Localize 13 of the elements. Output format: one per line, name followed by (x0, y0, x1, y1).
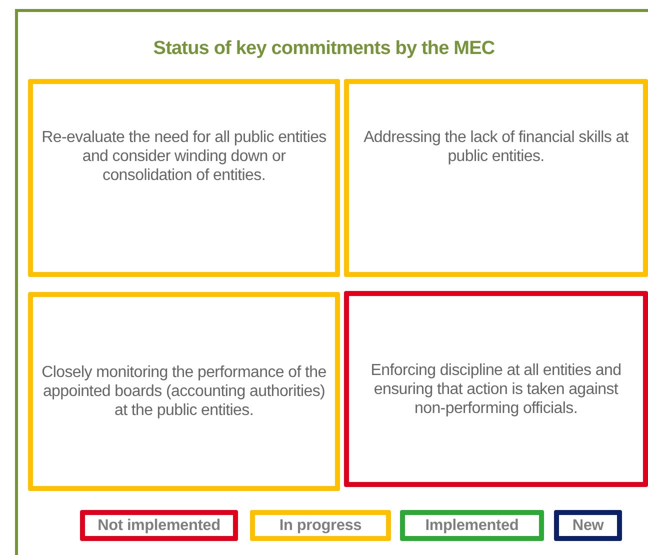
status-box (344, 291, 648, 487)
title: Status of key commitments by the MEC (152, 38, 496, 60)
status-box (28, 79, 340, 277)
commitment-text: Addressing the lack of financial skills at public entities. (362, 128, 630, 166)
legend-label: New (572, 516, 604, 534)
legend-label: Not implemented (98, 516, 220, 534)
legend-label: Implemented (425, 516, 519, 534)
status-box (28, 292, 340, 491)
commitment-text: Enforcing discipline at all entities and ensuring that action is taken against non-performing officials. (370, 360, 622, 418)
status-box (344, 79, 648, 277)
commitment-text: Re-evaluate the need for all public entities and consider winding down or consolidation of entities. (41, 128, 327, 185)
legend-label: In progress (279, 516, 362, 534)
commitment-text: Closely monitoring the performance of the appointed boards (accounting authorities) at the public entities. (41, 363, 327, 420)
